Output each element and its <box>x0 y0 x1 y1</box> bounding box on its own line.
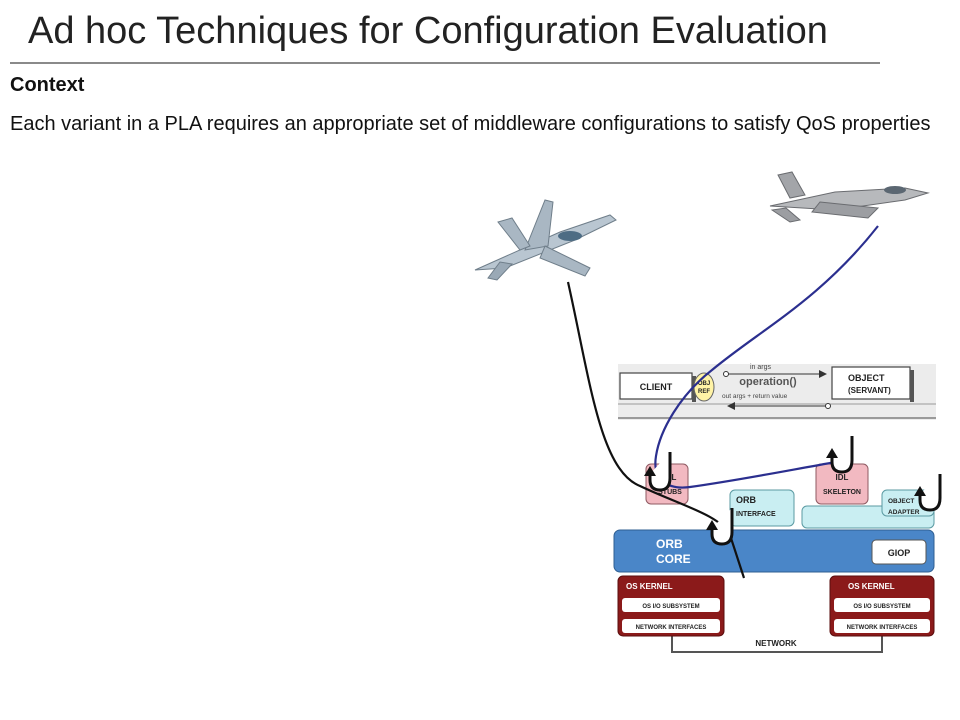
idl-skeleton-label-bottom: SKELETON <box>823 489 861 496</box>
operation-call: in args operation() out args + return va… <box>722 364 831 410</box>
in-args-label: in args <box>750 364 772 371</box>
idl-skeleton-label-top: IDL <box>836 473 849 482</box>
object-label: OBJECT <box>848 373 885 383</box>
orb-interface-label-bottom: INTERFACE <box>736 511 776 518</box>
hook-arrow-icon <box>706 508 734 546</box>
net-if-right-label: NETWORK INTERFACES <box>847 625 918 631</box>
network-link: NETWORK <box>671 636 883 653</box>
hook-arrow-icon <box>644 452 672 492</box>
client-label: CLIENT <box>640 382 673 392</box>
servant-label: (SERVANT) <box>848 386 891 395</box>
orb-core-label-bottom: CORE <box>656 552 691 566</box>
object-adapter-label-bottom: ADAPTER <box>888 509 920 516</box>
hook-arrow-icon <box>826 436 854 474</box>
object-adapter-label-top: OBJECT <box>888 498 914 505</box>
orb-interface-label-top: ORB <box>736 495 757 505</box>
slide-title: Ad hoc Techniques for Configuration Eval… <box>28 10 828 52</box>
object-adapter-box: OBJECT ADAPTER <box>801 489 935 529</box>
giop-label: GIOP <box>888 548 911 558</box>
network-label: NETWORK <box>755 639 797 648</box>
idl-stubs-label-bottom: STUBS <box>658 489 682 496</box>
orb-interface-box: ORB INTERFACE <box>729 489 795 527</box>
fighter-jet-left-icon <box>474 199 617 281</box>
context-body: Each variant in a PLA requires an approp… <box>10 113 931 135</box>
os-kernel-left: OS KERNEL OS I/O SUBSYSTEM NETWORK INTER… <box>617 575 725 637</box>
os-kernel-right-label: OS KERNEL <box>848 582 895 591</box>
object-servant-box: OBJECT (SERVANT) <box>831 366 914 402</box>
operation-label: operation() <box>739 376 797 388</box>
os-kernel-left-label: OS KERNEL <box>626 582 673 591</box>
orb-core-label-top: ORB <box>656 537 683 551</box>
os-io-left-label: OS I/O SUBSYSTEM <box>642 604 699 610</box>
title-divider <box>10 62 880 64</box>
os-kernel-right: OS KERNEL OS I/O SUBSYSTEM NETWORK INTER… <box>829 575 935 637</box>
net-if-left-label: NETWORK INTERFACES <box>636 625 707 631</box>
hook-arrow-icon <box>914 474 942 512</box>
out-args-label: out args + return value <box>722 393 788 400</box>
obj-ref-label-bottom: REF <box>698 389 710 395</box>
blue-request-path <box>654 225 879 489</box>
orb-core-bar: ORB CORE GIOP <box>613 529 935 573</box>
os-io-right-label: OS I/O SUBSYSTEM <box>853 604 910 610</box>
obj-ref-label-top: OBJ <box>698 381 710 387</box>
fighter-jet-right-icon <box>769 171 930 223</box>
context-heading: Context <box>10 74 85 96</box>
black-request-path <box>566 281 746 579</box>
